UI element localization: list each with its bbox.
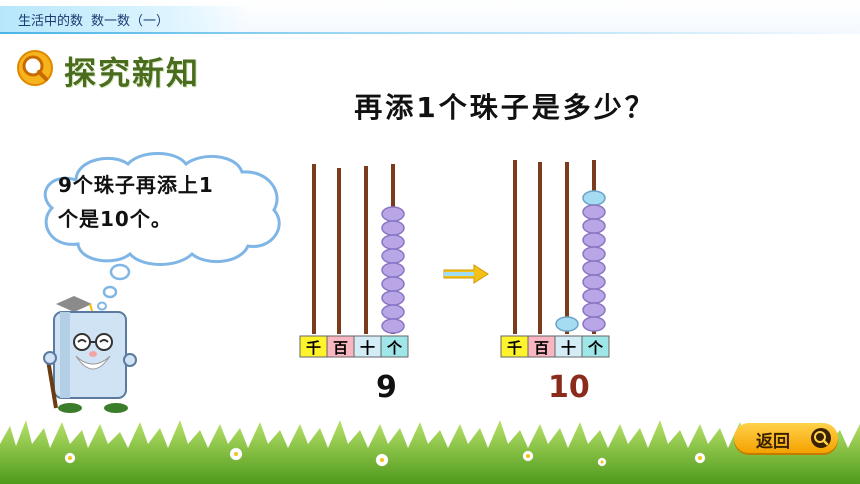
label-hundreds: 百 [333,339,348,357]
label-tens: 十 [360,339,375,357]
magnifier-icon [811,428,831,448]
top-bar: 生活中的数数一数（一） [0,0,860,34]
added-ones-bead [582,190,606,206]
label-hundreds: 百 [534,339,549,357]
breadcrumb-item-chapter: 生活中的数 [18,14,84,29]
breadcrumb-item-lesson: 数一数（一） [91,14,170,29]
teacher-character-illustration [43,296,137,413]
question-text: 再添1个珠子是多少？ [354,91,656,124]
right-ones-beads [582,190,606,332]
back-button[interactable]: 返回 [734,423,838,453]
abacus-right: 千 百 十 个 [500,160,610,358]
label-tens: 十 [561,339,576,357]
speech-line-1: 9个珠子再添上1 [58,173,214,197]
label-thousands: 千 [306,339,321,357]
left-ones-beads [381,206,405,334]
right-value: 10 [548,370,590,405]
thought-dots [97,263,131,311]
grass-decoration [0,420,860,484]
abacus-left: 千 百 十 个 [299,164,409,358]
speech-text: 9个珠子再添上1 个是10个。 [58,168,278,236]
top-bar-strip [0,6,250,32]
back-button-label: 返回 [756,432,790,452]
added-tens-bead [555,316,579,332]
label-ones: 个 [587,339,604,357]
top-bar-line [0,32,860,34]
label-thousands: 千 [507,339,522,357]
section-title: 探究新知 [64,54,201,92]
label-ones: 个 [386,339,403,357]
breadcrumb: 生活中的数数一数（一） [18,10,177,29]
speech-line-2: 个是10个。 [58,207,172,231]
left-value: 9 [376,370,397,405]
thought-cloud [43,152,281,266]
magnifier-icon [17,50,53,86]
right-arrow-icon [443,264,489,284]
